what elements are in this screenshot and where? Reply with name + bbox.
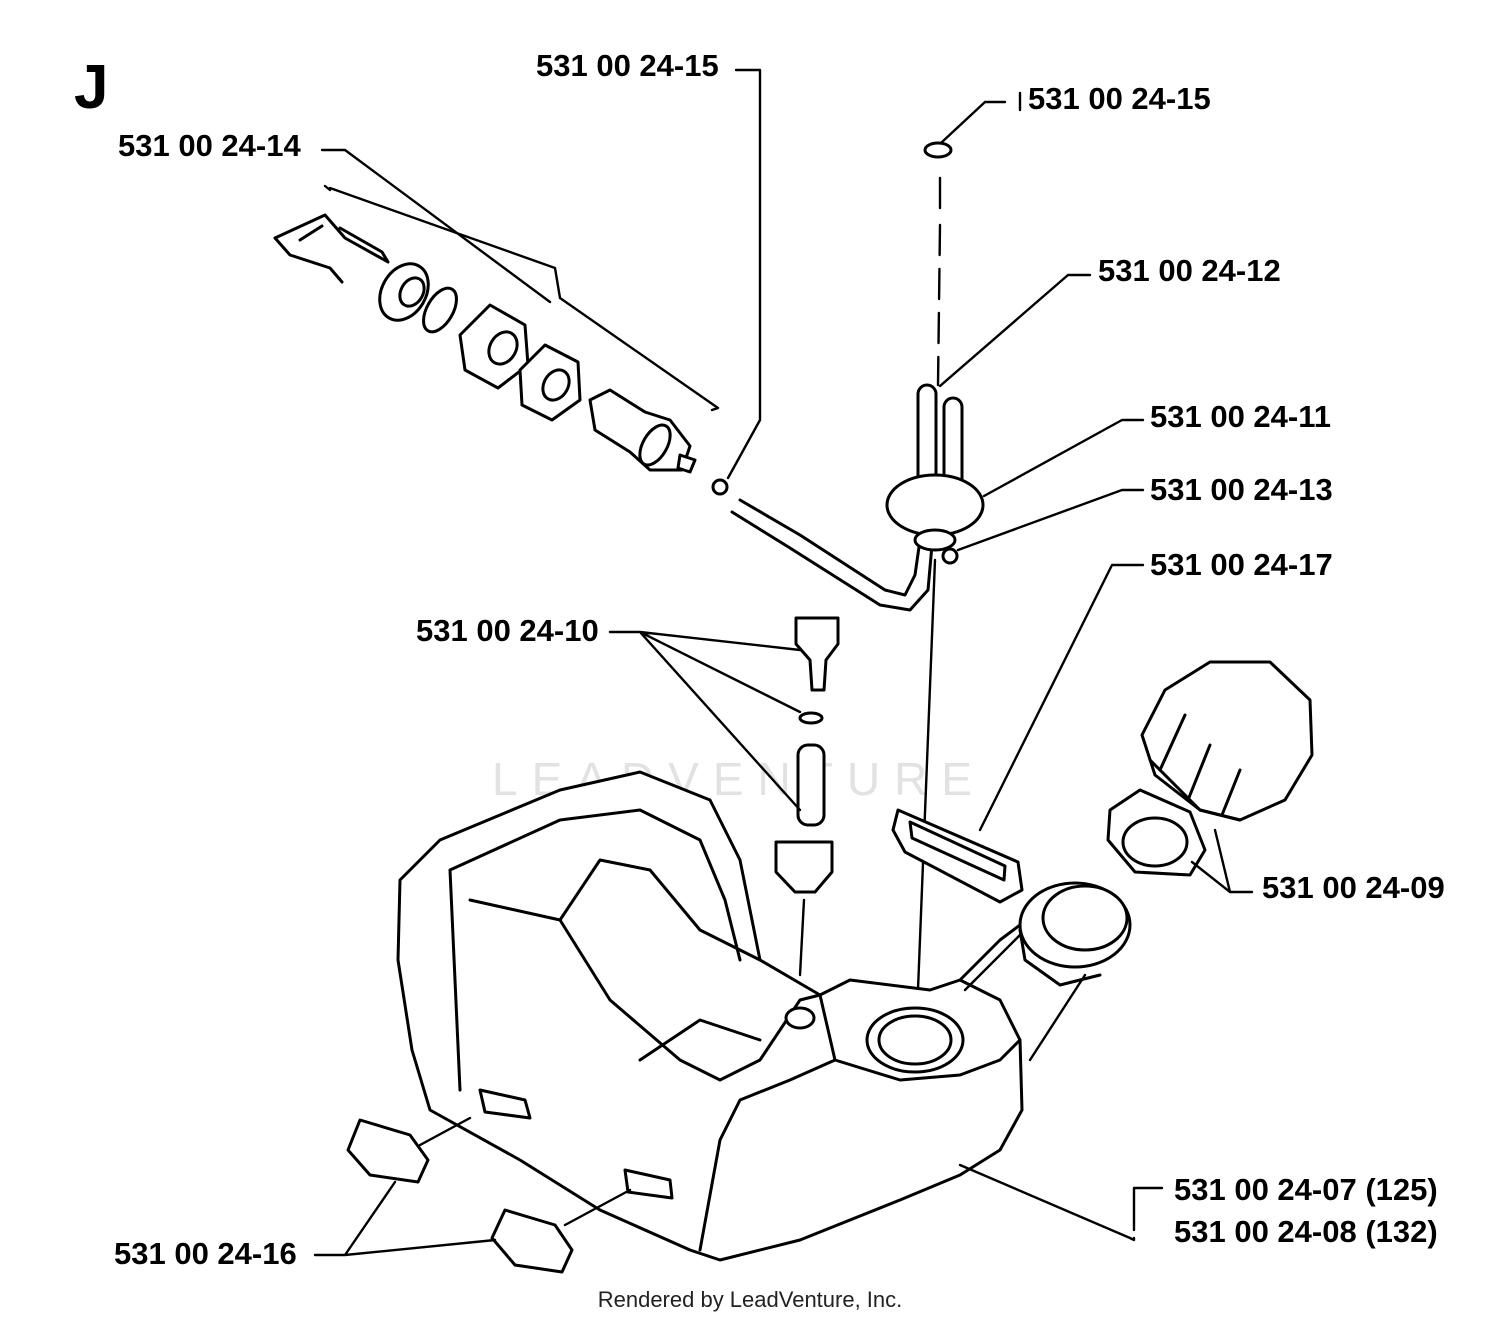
label-531-00-24-12: 531 00 24-12 [1098,253,1281,288]
label-531-00-24-16: 531 00 24-16 [114,1236,297,1271]
fuel-cap-assembly [1018,660,1314,987]
fuel-hose [730,498,934,612]
tank-feet [346,1118,574,1274]
leader-lines [313,68,1254,1257]
fuel-filter-assembly [273,213,729,496]
label-531-00-24-10: 531 00 24-10 [416,613,599,648]
vent-grommet-assembly [885,141,985,565]
label-531-00-24-13: 531 00 24-13 [1150,472,1333,507]
label-531-00-24-15-right: 531 00 24-15 [1028,81,1211,116]
fuel-tank [396,770,1024,1262]
label-531-00-24-11: 531 00 24-11 [1150,399,1331,434]
label-531-00-24-14: 531 00 24-14 [118,128,301,163]
label-531-00-24-08: 531 00 24-08 (132) [1174,1214,1438,1249]
fuel-valve-assembly [774,616,840,894]
label-531-00-24-15-left: 531 00 24-15 [536,48,719,83]
label-531-00-24-09: 531 00 24-09 [1262,870,1445,905]
section-letter: J [74,53,108,122]
tank-retainer [891,808,1024,904]
label-531-00-24-17: 531 00 24-17 [1150,547,1333,582]
credit-line: Rendered by LeadVenture, Inc. [598,1287,903,1312]
label-531-00-24-07: 531 00 24-07 (125) [1174,1172,1438,1207]
